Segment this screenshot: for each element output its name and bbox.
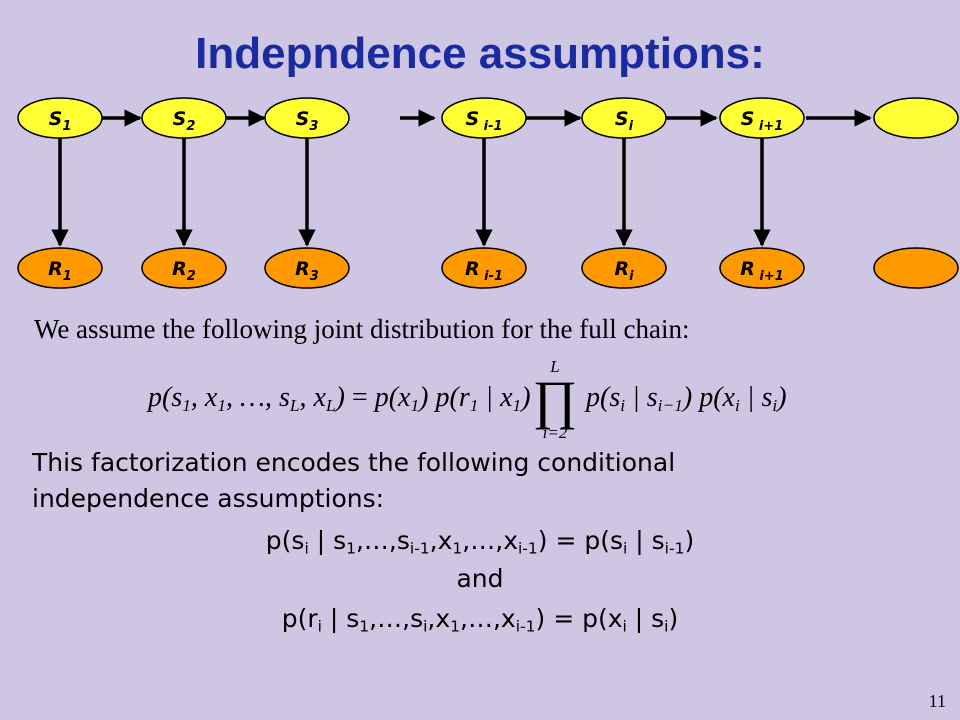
obs-node-ri: Ri (581, 247, 667, 289)
state-node-s-ip1: S i+1 (719, 97, 805, 139)
formula-lhs: p(s1, x1, …, sL, xL) = p(x1) p(r1 | x1) (148, 382, 531, 416)
condition-observation: p(ri | s1,…,si,x1,…,xi-1) = p(xi | si) (281, 604, 679, 636)
joint-distribution-formula: p(s1, x1, …, sL, xL) = p(x1) p(r1 | x1) … (148, 358, 818, 446)
condition-state-markov: p(si | s1,…,si-1,x1,…,xi-1) = p(si | si-… (265, 526, 695, 558)
state-node-s1: S1 (17, 97, 103, 139)
state-node-s3: S3 (264, 97, 350, 139)
obs-node-r1: R1 (17, 247, 103, 289)
obs-node-r3: R3 (264, 247, 350, 289)
state-node-si: Si (581, 97, 667, 139)
obs-node-next (873, 247, 959, 289)
chain-diagram: S1 S2 S3 S i-1 Si S i+1 R1 R2 R3 R i-1 (17, 97, 959, 289)
state-node-next (873, 97, 959, 139)
intro-text: We assume the following joint distributi… (34, 314, 690, 344)
formula-rhs: p(si | si−1) p(xi | si) (586, 382, 787, 416)
state-node-s2: S2 (141, 97, 227, 139)
obs-node-r2: R2 (141, 247, 227, 289)
page-number: 11 (928, 691, 946, 711)
factorization-text-line2: independence assumptions: (32, 484, 385, 513)
and-connector: and (456, 564, 504, 593)
product-operator: L ∏ i=2 (532, 358, 578, 442)
slide-title: Indepndence assumptions: (195, 29, 765, 78)
product-lower-limit: i=2 (542, 423, 568, 442)
state-node-s-im1: S i-1 (441, 97, 527, 139)
product-symbol: ∏ (532, 370, 578, 430)
product-upper-limit: L (550, 357, 560, 376)
obs-node-r-im1: R i-1 (441, 247, 527, 289)
obs-node-r-ip1: R i+1 (719, 247, 805, 289)
factorization-text-line1: This factorization encodes the following… (32, 448, 676, 477)
